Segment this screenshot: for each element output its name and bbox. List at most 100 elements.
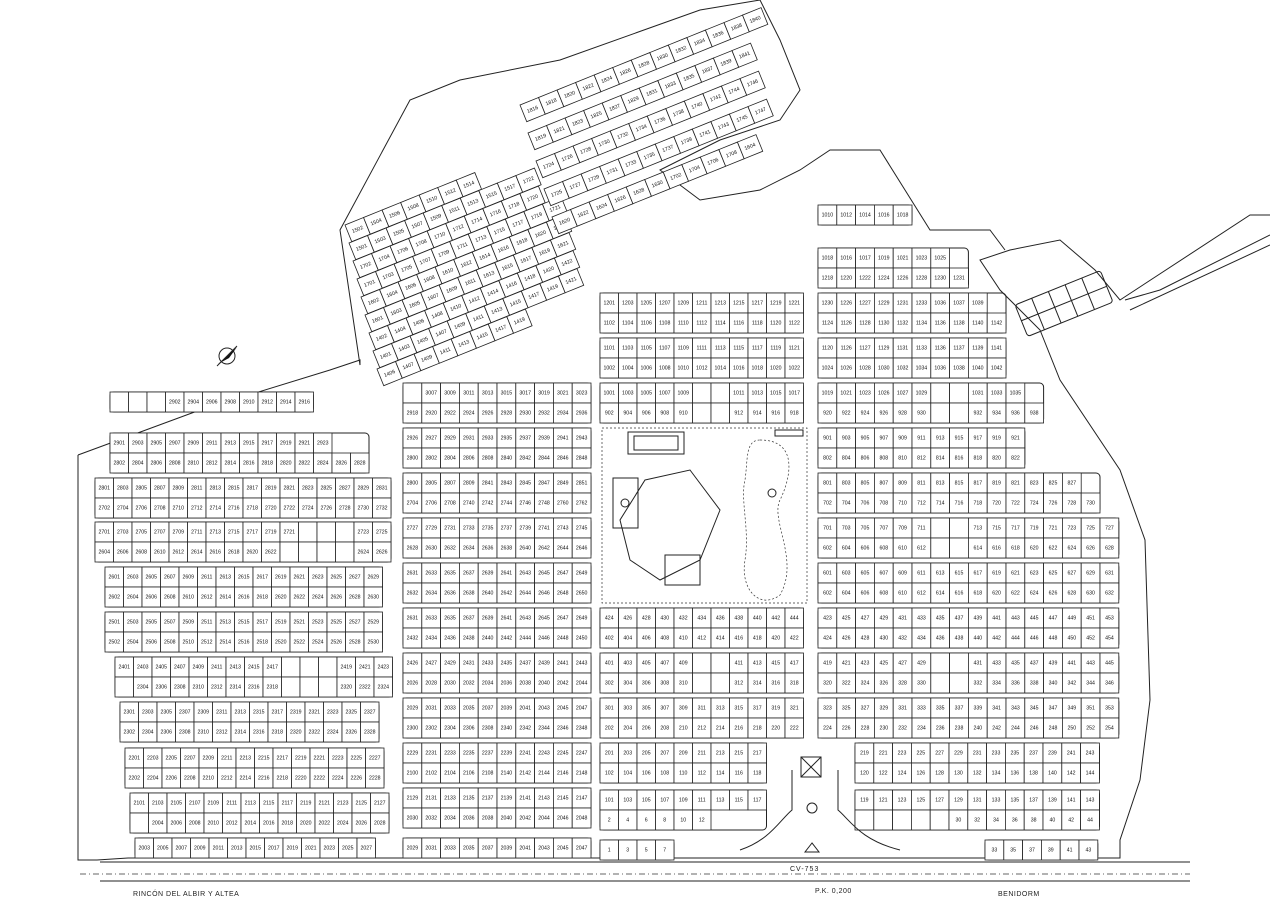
lot-parcel[interactable] bbox=[742, 7, 769, 33]
lot-parcel[interactable] bbox=[318, 656, 338, 678]
lot-parcel[interactable] bbox=[571, 402, 592, 424]
lot-parcel[interactable] bbox=[692, 652, 712, 674]
lot-parcel[interactable] bbox=[571, 717, 592, 739]
lot-parcel[interactable] bbox=[1024, 402, 1045, 424]
lot-parcel[interactable] bbox=[1005, 447, 1026, 469]
lot-parcel[interactable] bbox=[1099, 627, 1120, 649]
lot-parcel[interactable] bbox=[784, 312, 804, 334]
lot-parcel[interactable] bbox=[692, 809, 712, 831]
lot-parcel[interactable] bbox=[930, 537, 950, 559]
lot-parcel[interactable] bbox=[731, 42, 758, 68]
lot-parcel[interactable] bbox=[736, 134, 764, 160]
lot-parcel[interactable] bbox=[571, 447, 592, 469]
lot-parcel[interactable] bbox=[360, 721, 380, 743]
lot-parcel[interactable] bbox=[692, 382, 712, 404]
lot-parcel[interactable] bbox=[373, 676, 393, 698]
lot-parcel[interactable] bbox=[710, 402, 730, 424]
lot-parcel[interactable] bbox=[949, 267, 969, 289]
lot-parcel[interactable] bbox=[365, 767, 385, 789]
lot-parcel[interactable] bbox=[114, 676, 134, 698]
lot-parcel[interactable] bbox=[739, 70, 766, 96]
lot-parcel[interactable] bbox=[784, 672, 804, 694]
lot-parcel[interactable] bbox=[363, 631, 383, 653]
lot-parcel[interactable] bbox=[949, 537, 969, 559]
lot-parcel[interactable] bbox=[363, 586, 383, 608]
lot-parcel[interactable] bbox=[335, 541, 355, 563]
lot-parcel[interactable] bbox=[784, 717, 804, 739]
lot-parcel[interactable] bbox=[949, 517, 969, 539]
lot-parcel[interactable] bbox=[747, 98, 774, 124]
lot-parcel[interactable] bbox=[784, 357, 804, 379]
lot-parcel[interactable] bbox=[1099, 717, 1120, 739]
lot-parcel[interactable] bbox=[146, 391, 166, 413]
lot-parcel[interactable] bbox=[571, 627, 592, 649]
lot-parcel[interactable] bbox=[930, 652, 950, 674]
lot-parcel[interactable] bbox=[930, 672, 950, 694]
lot-parcel[interactable] bbox=[710, 382, 730, 404]
lot-parcel[interactable] bbox=[356, 837, 376, 859]
lot-parcel[interactable] bbox=[873, 809, 893, 831]
lot-parcel[interactable] bbox=[298, 521, 318, 543]
lot-parcel[interactable] bbox=[930, 402, 950, 424]
lot-parcel[interactable] bbox=[710, 652, 730, 674]
lot-parcel[interactable] bbox=[109, 391, 129, 413]
lot-parcel[interactable] bbox=[350, 452, 370, 474]
lot-parcel[interactable] bbox=[986, 312, 1007, 334]
lot-parcel[interactable] bbox=[298, 541, 318, 563]
lot-parcel[interactable] bbox=[571, 837, 592, 859]
lot-parcel[interactable] bbox=[949, 382, 969, 404]
lot-parcel[interactable] bbox=[892, 809, 912, 831]
lot-parcel[interactable] bbox=[692, 672, 712, 694]
lot-parcel[interactable] bbox=[747, 789, 767, 811]
lot-parcel[interactable] bbox=[1080, 762, 1100, 784]
lot-parcel[interactable] bbox=[930, 382, 950, 404]
lot-parcel[interactable] bbox=[854, 809, 875, 831]
lot-number: 2037 bbox=[482, 705, 494, 711]
lot-parcel[interactable] bbox=[710, 672, 730, 694]
lot-parcel[interactable] bbox=[299, 676, 319, 698]
lot-parcel[interactable] bbox=[784, 627, 804, 649]
lot-number: 932 bbox=[973, 410, 982, 416]
lot-parcel[interactable] bbox=[1078, 839, 1099, 861]
lot-parcel[interactable] bbox=[1099, 672, 1120, 694]
lot-parcel[interactable] bbox=[335, 521, 355, 543]
lot-parcel[interactable] bbox=[911, 809, 931, 831]
lot-parcel[interactable] bbox=[402, 382, 423, 404]
lot-parcel[interactable] bbox=[949, 672, 969, 694]
lot-parcel[interactable] bbox=[316, 541, 336, 563]
lot-parcel[interactable] bbox=[318, 676, 338, 698]
lot-parcel[interactable] bbox=[949, 402, 969, 424]
lot-parcel[interactable] bbox=[930, 517, 950, 539]
lot-parcel[interactable] bbox=[949, 652, 969, 674]
lot-parcel[interactable] bbox=[294, 391, 314, 413]
lot-parcel[interactable] bbox=[129, 812, 149, 834]
lot-parcel[interactable] bbox=[281, 676, 301, 698]
lot-parcel[interactable] bbox=[279, 541, 299, 563]
lot-parcel[interactable] bbox=[316, 521, 336, 543]
lot-parcel[interactable] bbox=[692, 402, 712, 424]
lot-parcel[interactable] bbox=[571, 672, 592, 694]
lot-parcel[interactable] bbox=[1080, 809, 1100, 831]
lot-parcel[interactable] bbox=[506, 308, 533, 334]
lot-parcel[interactable] bbox=[370, 812, 390, 834]
lot-parcel[interactable] bbox=[1099, 537, 1120, 559]
lot-parcel[interactable] bbox=[986, 357, 1007, 379]
lot-parcel[interactable] bbox=[372, 497, 392, 519]
lot-parcel[interactable] bbox=[281, 656, 301, 678]
lot-parcel[interactable] bbox=[557, 268, 585, 294]
lot-parcel[interactable] bbox=[299, 656, 319, 678]
lot-parcel[interactable] bbox=[784, 402, 804, 424]
lot-parcel[interactable] bbox=[571, 492, 592, 514]
lot-parcel[interactable] bbox=[128, 391, 148, 413]
lot-parcel[interactable] bbox=[1080, 492, 1101, 514]
lot-parcel[interactable] bbox=[747, 762, 767, 784]
lot-parcel[interactable] bbox=[929, 809, 950, 831]
lot-parcel[interactable] bbox=[571, 762, 592, 784]
lot-parcel[interactable] bbox=[655, 839, 675, 861]
lot-parcel[interactable] bbox=[892, 204, 913, 226]
lot-parcel[interactable] bbox=[571, 807, 592, 829]
lot-parcel[interactable] bbox=[372, 541, 392, 563]
lot-parcel[interactable] bbox=[571, 537, 592, 559]
lot-parcel[interactable] bbox=[571, 582, 592, 604]
lot-parcel[interactable] bbox=[1099, 582, 1120, 604]
